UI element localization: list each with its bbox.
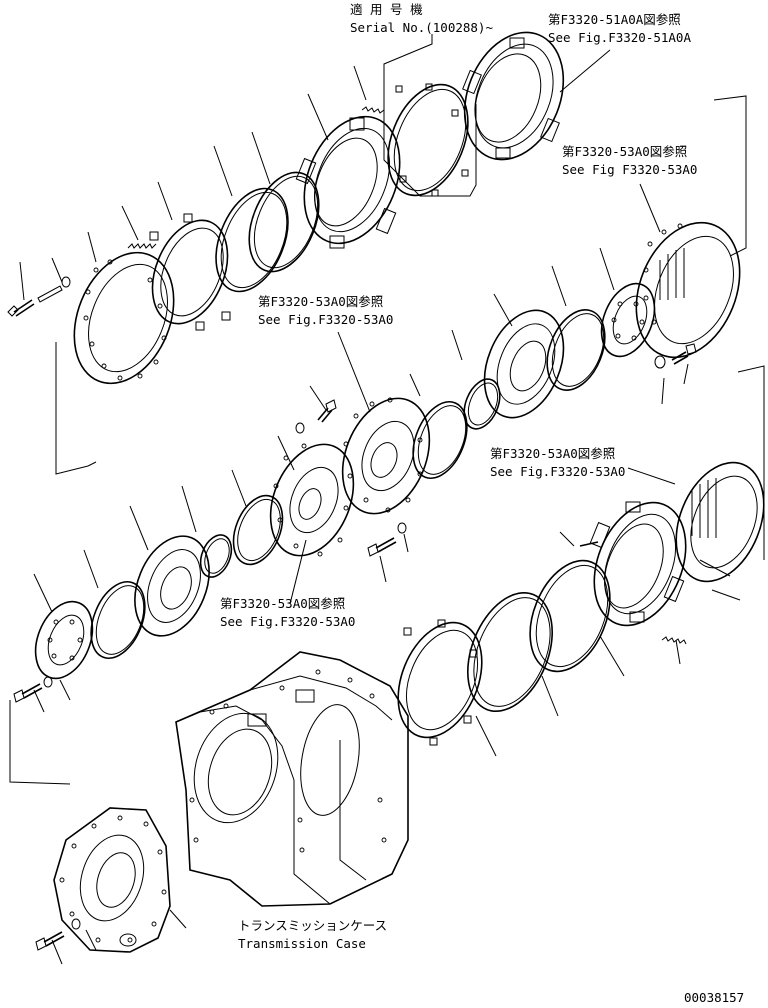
- case-label-en: Transmission Case: [238, 936, 366, 951]
- ref-label-1-jp: 第F3320-51A0A図参照: [548, 12, 681, 27]
- drawing-number: 00038157: [684, 990, 744, 1005]
- ref-label-5-en: See Fig.F3320-53A0: [220, 614, 355, 629]
- plate-icon: [341, 397, 431, 515]
- ring-icon: [232, 494, 284, 566]
- spring-icon: [661, 636, 687, 645]
- pin-icon: [37, 285, 63, 303]
- leader-lines: [19, 49, 741, 965]
- housing-icon: [589, 501, 687, 627]
- washer-icon: [71, 918, 81, 930]
- bolt-icon: [367, 537, 397, 557]
- ref-label-3-jp: 第F3320-53A0図参照: [258, 294, 383, 309]
- plate-icon: [635, 221, 741, 359]
- serial-label-en: Serial No.(100288)~: [350, 20, 493, 35]
- ring-icon: [467, 591, 553, 713]
- bolt-icon: [671, 343, 697, 365]
- ref-label-1-en: See Fig.F3320-51A0A: [548, 30, 691, 45]
- ref-label-5-jp: 第F3320-53A0図参照: [220, 596, 345, 611]
- washer-icon: [397, 522, 407, 534]
- plate-icon: [675, 461, 765, 583]
- washer-icon: [43, 676, 53, 688]
- plate-icon: [483, 309, 565, 419]
- ref-label-4-jp: 第F3320-53A0図参照: [490, 446, 615, 461]
- plate-icon: [397, 619, 483, 746]
- ring-icon: [215, 187, 289, 293]
- bolt-icon: [317, 399, 337, 423]
- spring-icon: [361, 106, 385, 114]
- bearing-icon: [600, 282, 656, 358]
- ring-icon: [387, 83, 469, 197]
- washer-icon: [654, 355, 666, 369]
- ring-icon: [90, 581, 146, 659]
- bolt-icon: [7, 299, 35, 317]
- washer-icon: [61, 276, 71, 288]
- ring-icon: [248, 171, 320, 273]
- assembly-brackets: [9, 95, 765, 785]
- washer-icon: [295, 422, 305, 434]
- ring-icon: [199, 534, 233, 578]
- housing-icon: [462, 31, 565, 161]
- pin-icon: [579, 541, 599, 547]
- ring-icon: [529, 559, 611, 673]
- bearing-icon: [34, 600, 94, 680]
- plate-icon: [269, 443, 355, 557]
- plate-icon: [134, 535, 210, 637]
- housing-icon: [295, 115, 401, 249]
- ring-icon: [463, 378, 501, 430]
- ref-label-2-en: See Fig F3320-53A0: [562, 162, 697, 177]
- serial-bracket: [383, 34, 477, 197]
- housing-icon: [175, 651, 409, 907]
- serial-label-jp: 適 用 号 機: [350, 2, 423, 17]
- plate-icon: [149, 213, 231, 331]
- bolt-icon: [35, 931, 65, 951]
- case-label-jp: トランスミッションケース: [238, 918, 387, 933]
- spring-icon: [127, 243, 157, 249]
- plate-icon: [73, 251, 175, 385]
- ring-icon: [546, 309, 606, 391]
- plate-icon: [53, 807, 171, 953]
- ref-label-2-jp: 第F3320-53A0図参照: [562, 144, 687, 159]
- ref-label-4-en: See Fig.F3320-53A0: [490, 464, 625, 479]
- ref-label-3-en: See Fig.F3320-53A0: [258, 312, 393, 327]
- bolt-icon: [13, 683, 43, 703]
- ring-icon: [412, 401, 468, 479]
